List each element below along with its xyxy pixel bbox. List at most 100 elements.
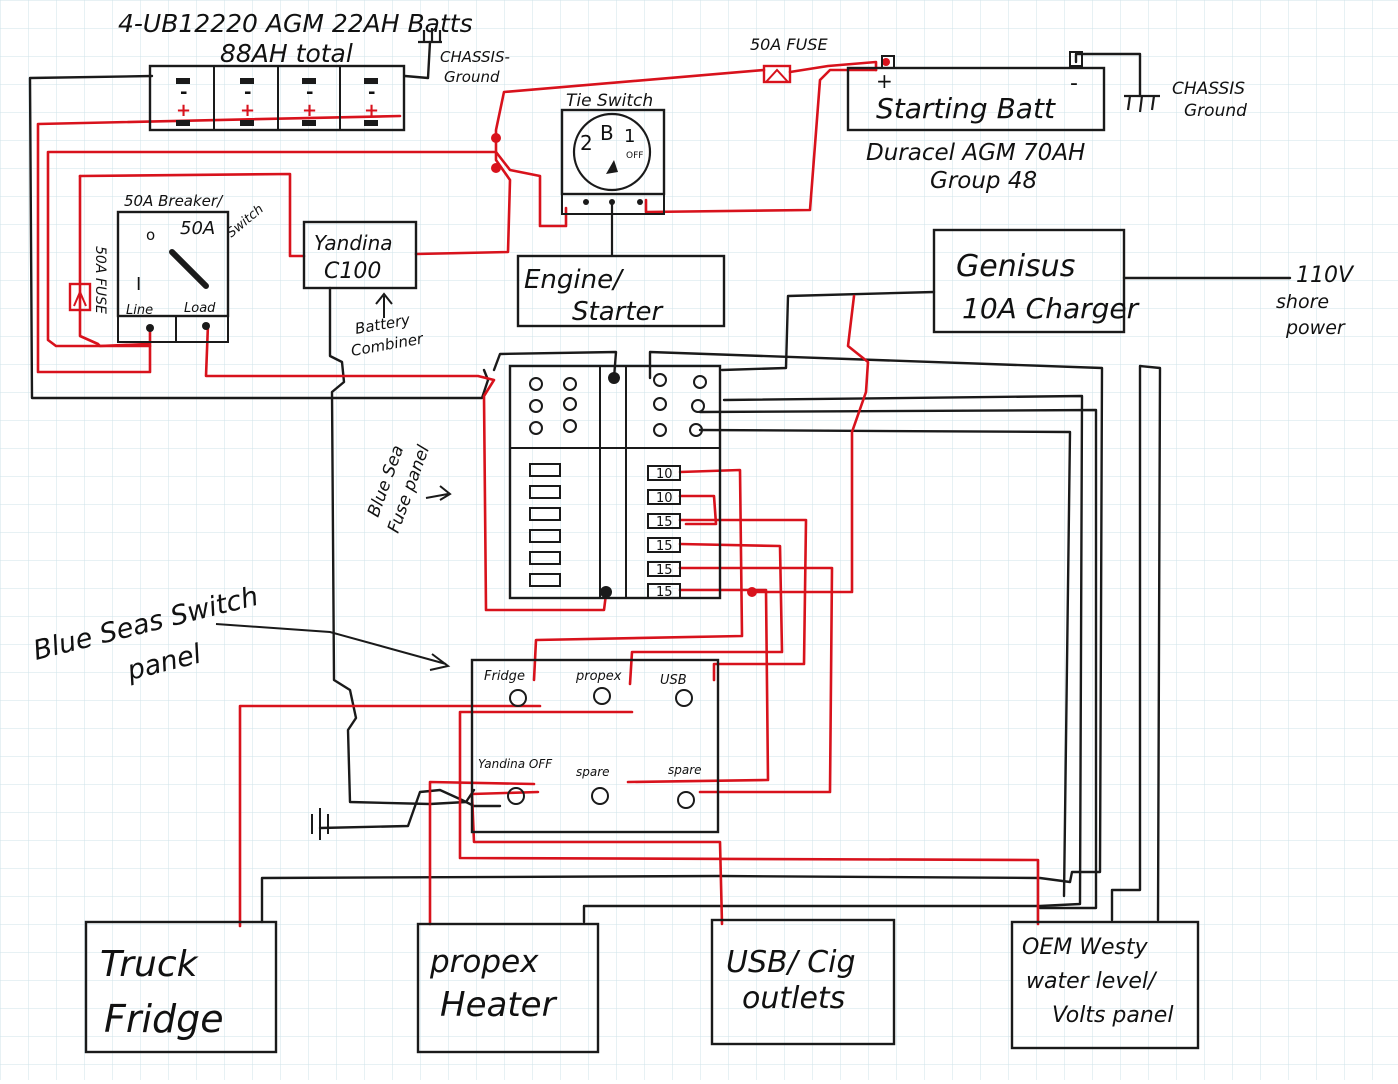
load-box [710,918,896,1046]
junction [491,133,501,143]
tie-switch: Tie Switch 2 B 1 OFF [560,91,666,256]
start-fuse [762,64,792,84]
house-chassis-ground-wire [403,40,432,80]
switch-label-propex: propex [575,669,622,684]
inline-fuse-wire [78,174,150,348]
yandina-positive-wire [428,780,536,926]
fuse-slot-2 [647,489,681,505]
top-switch-rockers [509,687,693,707]
combiner-box [302,220,418,290]
cell-minus: - [244,82,251,103]
breaker-line-label: Line [126,303,153,318]
tie-terminal [637,199,643,205]
tie-terminal [609,199,615,205]
ground-line [1126,95,1132,111]
terminal [176,78,190,84]
negative-wires [28,40,1292,924]
load-usb-outlets: USB/ Cig outlets [710,918,896,1046]
breaker-load-wire [204,322,608,612]
rocker-switch [675,689,693,707]
load-label: USB/ Cig [726,945,856,980]
fuse-slot [529,573,561,587]
bus-studs [529,373,707,437]
start-battery-group: Group 48 [930,168,1037,194]
house-battery-bank: 4-UB12220 AGM 22AH Batts 88AH total - - … [118,9,510,132]
switch-label-spare-1: spare [576,765,610,779]
terminal [240,78,254,84]
fridge-negative-wire [260,350,1104,924]
cell-plus: + [364,100,379,121]
engine-starter: Engine/ Starter [516,254,726,328]
fuse6-wire [626,588,770,784]
switch-label-spare-2: spare [668,763,702,777]
fuse-slot [529,507,561,521]
cell-minus: - [180,82,187,103]
rocker-switch [509,689,527,707]
rocker-switch [507,787,525,805]
breaker-title: 50A Breaker/ [124,192,224,210]
charger-brand: Genisus [956,249,1075,284]
switch-ground-symbol [311,808,329,840]
westy-negative-wire-2 [698,428,1072,898]
switch-label-fridge: Fridge [484,669,525,684]
load-label: propex [429,944,539,980]
ground-line [1138,95,1144,113]
bus-stud [529,421,543,435]
bus-stud [693,375,707,389]
start-battery-positive-wire [788,60,878,74]
inline-fuse-box [68,282,92,312]
fuse-slot [529,529,561,543]
engine-box [516,254,726,328]
breaker-terminal-block [117,315,229,343]
bus-stud [691,399,705,413]
breaker-to-combiner-wire [78,172,306,258]
starting-battery: 50A FUSE + - Starting Batt Duracel AGM 7… [750,35,1247,194]
start-fuse-label: 50A FUSE [750,35,828,54]
tie-switch-title: Tie Switch [566,91,653,111]
load-label-2: outlets [742,981,845,1016]
ground-line [1150,95,1156,111]
tie-terminal [583,199,589,205]
breaker-line-terminal [146,324,154,332]
breaker-pos-o: o [146,226,155,244]
load-label-2: Fridge [104,997,224,1041]
cell-plus: + [176,100,191,121]
fuse-rating: 15 [656,585,673,600]
bus-stud [529,399,543,413]
yandina-combiner: Yandina C100 Battery Combiner [302,220,425,360]
fuse-panel-arrow [425,485,452,501]
fuse-ratings: 10 10 15 15 15 15 [656,467,673,600]
breaker-load-label: Load [184,301,216,316]
load-box [416,922,600,1054]
westy-negative-wire [1110,364,1162,922]
cell-minus: - [368,82,375,103]
load-truck-fridge: Truck Fridge [84,920,278,1054]
start-positive-post [881,55,895,69]
terminal [364,78,378,84]
load-label-2: Heater [440,985,558,1025]
tie-pos-b: B [600,121,614,145]
start-battery-box [846,66,1106,132]
junction [747,587,757,597]
junction [882,58,890,66]
fuse2-wire [678,494,718,526]
fuse5-wire [678,566,834,794]
bus-stud [563,397,577,411]
house-battery-capacity: 88AH total [220,39,353,68]
tie-switch-knob [606,160,618,174]
breaker-rating: 50A [180,218,215,239]
terminal [176,120,190,126]
charger-negative-wire [720,290,936,372]
combiner-to-tie-switch-wire [414,68,766,256]
load-label: OEM Westy [1022,935,1149,960]
load-box [1010,920,1200,1050]
house-ground-symbol [418,28,442,44]
cell-plus: + [302,100,317,121]
load-propex-heater: propex Heater [416,922,600,1054]
terminal [302,120,316,126]
ground-bus-post [608,372,620,384]
wire-junctions [491,58,890,597]
combiner-model: C100 [324,259,381,284]
